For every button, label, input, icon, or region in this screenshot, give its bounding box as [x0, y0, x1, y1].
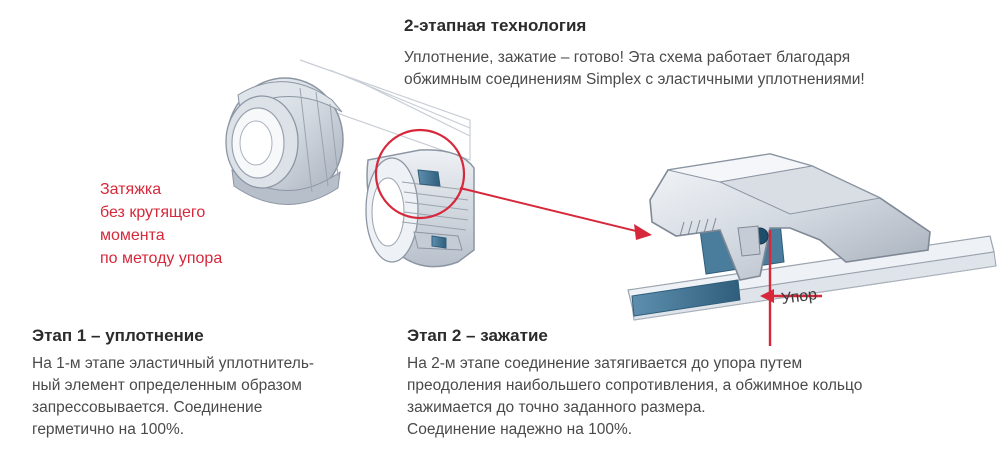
- callout-line: момента: [100, 227, 165, 244]
- stage1-text-line: запрессовывается. Соединение: [32, 399, 263, 416]
- callout-line: без крутящего: [100, 204, 206, 221]
- cross-section: [627, 153, 997, 321]
- stage2-text-line: На 2-м этапе соединение затягивается до …: [407, 355, 803, 372]
- stage2-text-line: Соединение надежно на 100%.: [407, 421, 633, 438]
- header-text-line: Уплотнение, зажатие – готово! Эта схема …: [404, 49, 851, 66]
- header-text: Уплотнение, зажатие – готово! Эта схема …: [404, 47, 994, 91]
- stage1-text-line: герметично на 100%.: [32, 421, 185, 438]
- detail-arrow: [459, 187, 652, 240]
- header-text-line: обжимным соединениям Simplex с эластичны…: [404, 71, 865, 88]
- stop-indicator: [760, 230, 822, 346]
- stage2-text-line: преодоления наибольшего сопротивления, а…: [407, 377, 863, 394]
- fitting-body-cutaway: [365, 149, 475, 268]
- stage1-text-line: На 1-м этапе эластичный уплотнитель-: [32, 355, 315, 372]
- header-title: 2-этапная технология: [404, 16, 587, 35]
- torque-callout: Затяжка без крутящего момента по методу …: [100, 178, 280, 270]
- union-nut: [225, 77, 344, 205]
- pipe-outline: [299, 59, 471, 161]
- stop-label: Упор: [780, 286, 818, 308]
- stage2-text: На 2-м этапе соединение затягивается до …: [407, 353, 967, 441]
- stage1-title: Этап 1 – уплотнение: [32, 326, 204, 345]
- callout-line: по методу упора: [100, 250, 223, 267]
- stage2-title: Этап 2 – зажатие: [407, 326, 548, 345]
- stage1-text-line: ный элемент определенным образом: [32, 377, 302, 394]
- stage2-text-line: зажимается до точно заданного размера.: [407, 399, 706, 416]
- stage1-text: На 1-м этапе эластичный уплотнитель- ный…: [32, 353, 382, 441]
- detail-circle: [374, 128, 466, 220]
- callout-line: Затяжка: [100, 181, 162, 198]
